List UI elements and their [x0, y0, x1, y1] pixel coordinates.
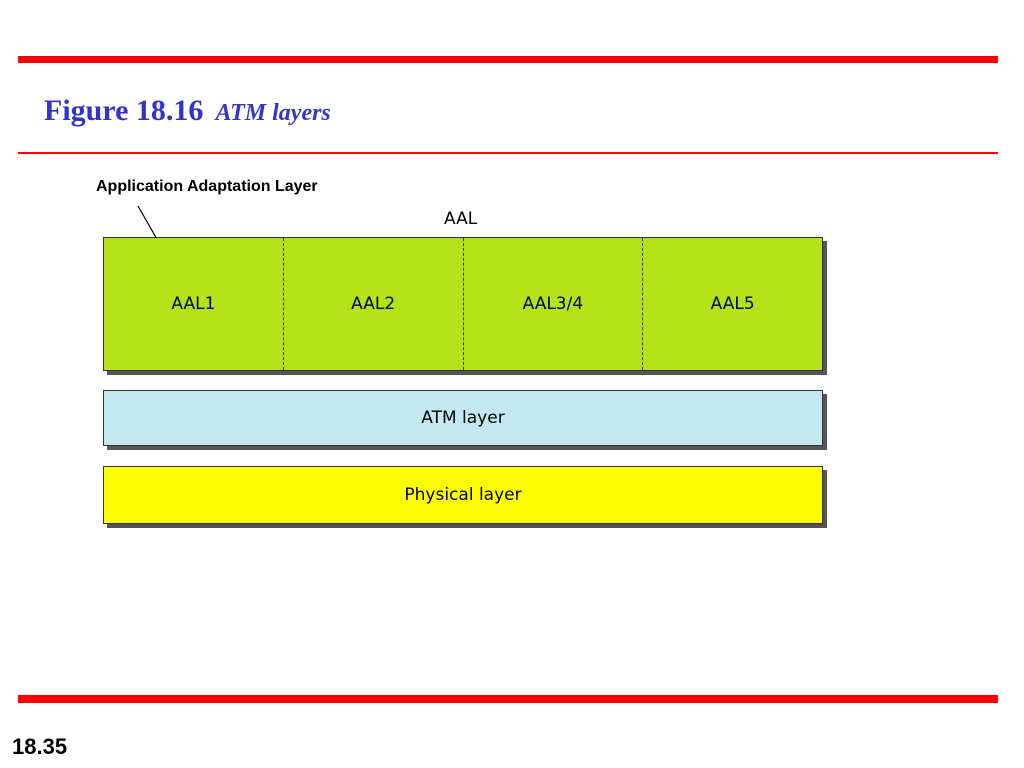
bottom-divider [18, 695, 998, 703]
aal-layer-box: AAL1 AAL2 AAL3/4 AAL5 [103, 237, 823, 371]
aal-sublayer: AAL5 [642, 238, 822, 370]
slide-number: 18.35 [12, 734, 68, 759]
atm-layer-box: ATM layer [103, 390, 823, 446]
figure-number: Figure 18.16 [44, 94, 204, 127]
aal-heading: AAL [444, 209, 478, 229]
physical-layer-box: Physical layer [103, 466, 823, 524]
top-divider [18, 56, 998, 63]
title-underline [18, 152, 998, 154]
figure-caption: ATM layers [215, 100, 331, 126]
aal-sublayer: AAL1 [171, 294, 216, 314]
aal-sublayer: AAL3/4 [462, 238, 643, 370]
aal-sublayer: AAL2 [282, 238, 463, 370]
slide-title: Figure 18.16 ATM layers [44, 94, 331, 128]
annotation-label: Application Adaptation Layer [96, 178, 318, 195]
